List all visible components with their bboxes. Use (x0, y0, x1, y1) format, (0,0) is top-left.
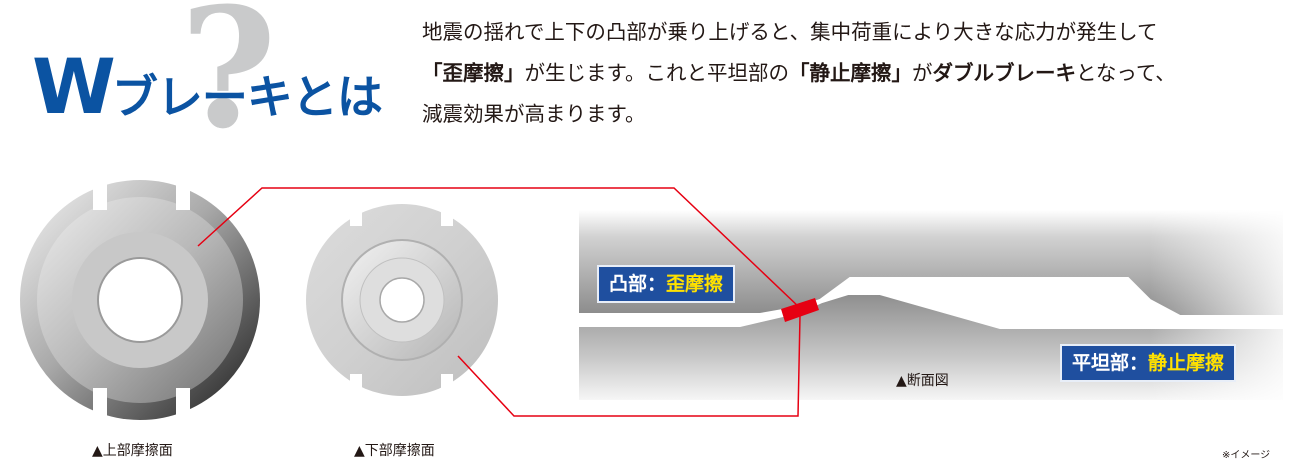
description-text: となって、 (1075, 61, 1176, 85)
description-line-2: 「歪摩擦」が生じます。これと平坦部の「静止摩擦」がダブルブレーキとなって、 (422, 53, 1297, 94)
caption-lower-surface: ▲下部摩擦面 (354, 443, 435, 459)
title-text: ブレーキとは (111, 70, 383, 124)
label-prefix: 凸部： (609, 273, 667, 295)
term-static-friction: 「静止摩擦」 (788, 61, 912, 85)
page-title: Wブレーキとは (32, 42, 383, 131)
description-line-1: 地震の揺れで上下の凸部が乗り上げると、集中荷重により大きな応力が発生して (422, 20, 1158, 44)
description-line-3: 減震効果が高まります。 (422, 102, 646, 126)
description-text: が (911, 61, 933, 85)
connector-line-upper (197, 187, 801, 309)
title-block: ? Wブレーキとは (20, 0, 400, 156)
label-term: 静止摩擦 (1148, 352, 1225, 374)
term-double-brake: ダブルブレーキ (932, 61, 1076, 85)
description-text: が生じます。これと平坦部の (524, 61, 789, 85)
description: 地震の揺れで上下の凸部が乗り上げると、集中荷重により大きな応力が発生して 「歪摩… (422, 12, 1297, 135)
convex-friction-label: 凸部：歪摩擦 (597, 265, 736, 303)
title-letter: W (32, 42, 116, 131)
caption-image-note: ※イメージ (1222, 450, 1271, 461)
question-mark-decoration: ? (180, 0, 277, 165)
label-prefix: 平坦部： (1072, 352, 1149, 374)
upper-friction-disk (20, 176, 260, 424)
caption-cross-section: ▲断面図 (896, 373, 949, 389)
caption-upper-surface: ▲上部摩擦面 (92, 443, 173, 459)
lower-friction-disk (306, 204, 498, 396)
term-distortion-friction: 「歪摩擦」 (422, 61, 525, 85)
contact-point-marker (781, 298, 819, 322)
label-term: 歪摩擦 (666, 273, 724, 295)
connector-line-lower (457, 315, 801, 417)
flat-friction-label: 平坦部：静止摩擦 (1060, 344, 1237, 382)
